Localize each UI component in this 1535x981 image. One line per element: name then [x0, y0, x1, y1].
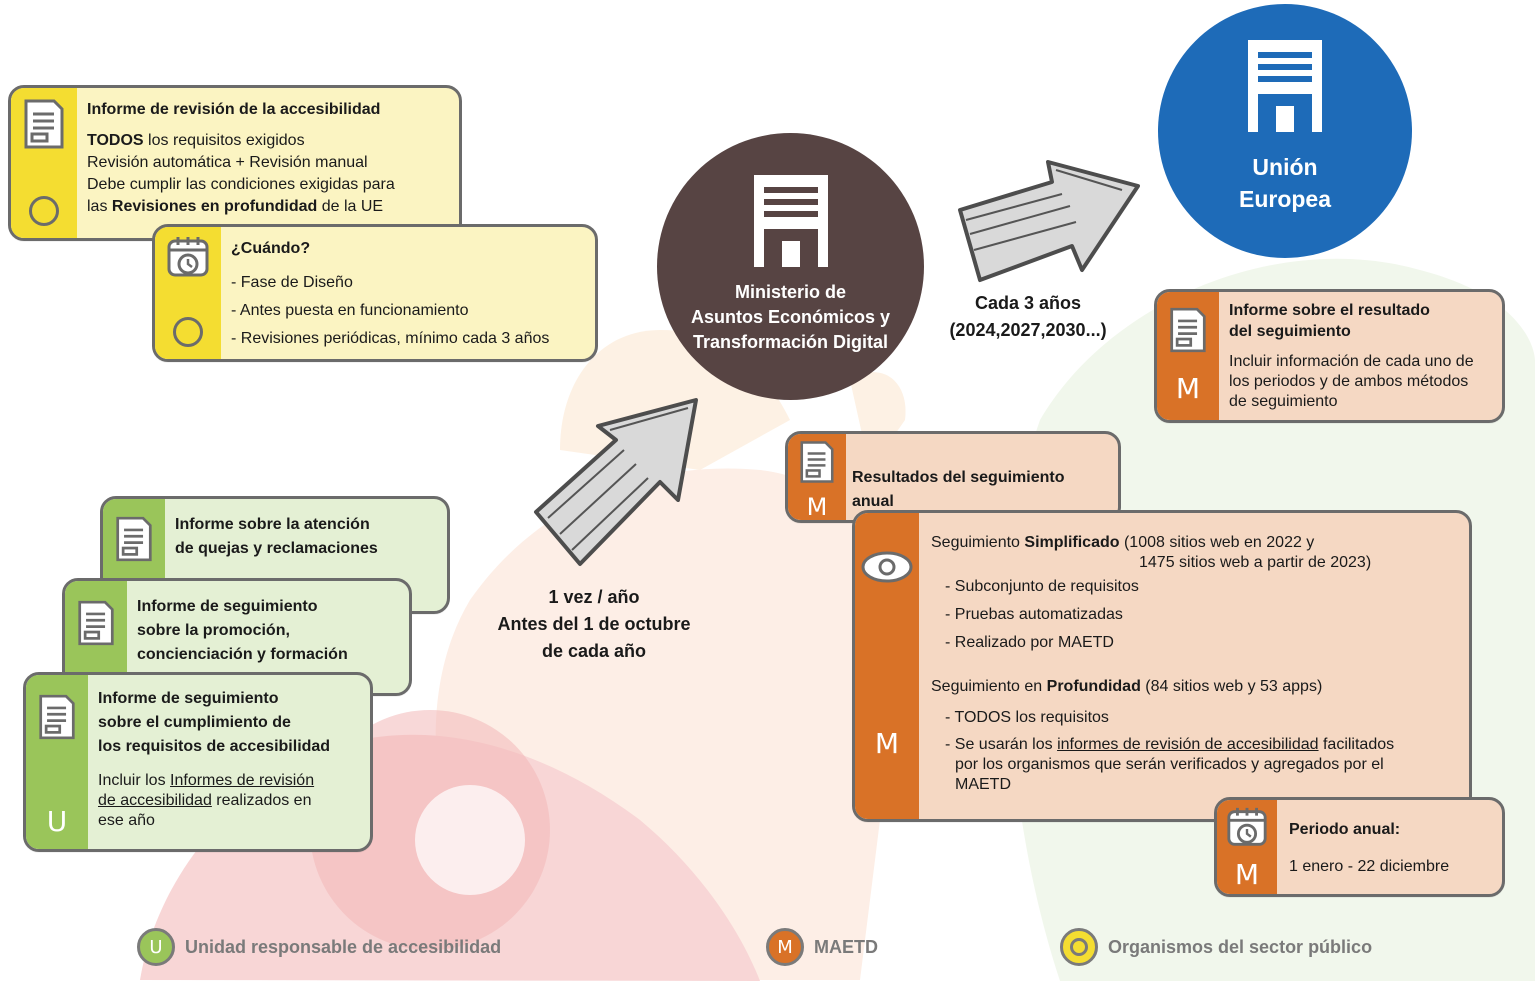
public-sector-ring-icon — [173, 317, 203, 347]
when-item: - Fase de Diseño — [231, 274, 353, 291]
arrow-to-ministry — [534, 398, 698, 566]
simplified-heading-cont: 1475 sitios web a partir de 2023) — [1139, 554, 1372, 571]
when-item: - Antes puesta en funcionamiento — [231, 302, 469, 319]
document-icon — [38, 693, 76, 746]
legend-label: Unidad responsable de accesibilidad — [185, 936, 502, 957]
card-line: Debe cumplir las condiciones exigidas pa… — [87, 176, 395, 193]
card-title-line: sobre la promoción, — [137, 622, 290, 639]
card-title-line: de quejas y reclamaciones — [175, 540, 378, 557]
ministry-name-line: Asuntos Económicos y — [690, 306, 891, 327]
card-title-line: Informe sobre el resultado — [1229, 302, 1430, 319]
card-line: Incluir información de cada uno de — [1229, 353, 1474, 370]
public-sector-ring-icon — [29, 196, 59, 226]
legend-label: Organismos del sector público — [1108, 936, 1373, 957]
simplified-heading: Seguimiento Simplificado (1008 sitios we… — [931, 534, 1315, 551]
arrow-label-line: de cada año — [541, 641, 647, 661]
arrow-label-line: Cada 3 años — [974, 293, 1082, 313]
arrow-label-line: Antes del 1 de octubre — [497, 614, 691, 634]
calendar-clock-icon — [1225, 806, 1269, 855]
legend-maetd: M MAETD — [766, 928, 878, 966]
card-line: las Revisiones en profundidad de la UE — [87, 198, 384, 215]
card-note: Incluir los Informes de revisión — [98, 772, 315, 789]
calendar-clock-icon — [165, 235, 211, 286]
document-icon — [1169, 306, 1207, 359]
eu-report-card: M Informe sobre el resultado del seguimi… — [1154, 289, 1505, 423]
card-title: Resultados del seguimiento anual — [852, 469, 1065, 510]
m-legend-badge: M — [766, 928, 804, 966]
eu-circle: Unión Europea — [1158, 4, 1412, 258]
document-icon — [799, 440, 835, 489]
m-letter-badge: M — [1234, 858, 1260, 891]
card-line: TODOS los requisitos exigidos — [87, 132, 305, 149]
annual-results-card: M Resultados del seguimiento anual — [785, 431, 1121, 523]
card-note: ese año — [98, 812, 155, 829]
building-icon — [1246, 38, 1324, 139]
arrow-to-eu — [958, 160, 1140, 282]
card-title: Periodo anual: — [1289, 821, 1401, 838]
card-title-line: del seguimiento — [1229, 323, 1351, 340]
deep-item-cont: por los organismos que serán verificados… — [955, 756, 1384, 773]
legend-unit: U Unidad responsable de accesibilidad — [137, 928, 501, 966]
card-title: ¿Cuándo? — [231, 240, 311, 257]
u-legend-badge: U — [137, 928, 175, 966]
card-note: de accesibilidad realizados en — [98, 792, 312, 809]
ministry-circle: Ministerio de Asuntos Económicos y Trans… — [657, 133, 924, 400]
eu-name-line: Europea — [1238, 185, 1332, 212]
document-icon — [115, 515, 153, 568]
annual-period-card: M Periodo anual: 1 enero - 22 diciembre — [1214, 797, 1505, 897]
ministry-name-line: Ministerio de — [734, 281, 846, 302]
m-letter-badge: M — [874, 727, 900, 760]
card-title-line: Informe de seguimiento — [98, 690, 279, 707]
legend-label: MAETD — [814, 936, 878, 957]
deep-heading: Seguimiento en Profundidad (84 sitios we… — [931, 678, 1323, 695]
card-title-line: Informe sobre la atención — [175, 516, 370, 533]
card-title-line: concienciación y formación — [137, 646, 348, 663]
simplified-item: - Subconjunto de requisitos — [945, 578, 1139, 595]
m-letter-badge: M — [806, 493, 828, 521]
m-letter-badge: M — [1175, 372, 1201, 405]
arrow-label-eu: Cada 3 años (2024,2027,2030...) — [938, 290, 1118, 344]
legend-public-sector: Organismos del sector público — [1060, 928, 1372, 966]
monitoring-card: M Seguimiento Simplificado (1008 sitios … — [852, 510, 1472, 822]
ministry-name-line: Transformación Digital — [692, 331, 889, 352]
when-card: ¿Cuándo? - Fase de Diseño - Antes puesta… — [152, 224, 598, 362]
deep-item: - Se usarán los informes de revisión de … — [945, 736, 1395, 753]
simplified-item: - Realizado por MAETD — [945, 634, 1114, 651]
card-line: Revisión automática + Revisión manual — [87, 154, 368, 171]
accessibility-review-report-card: Informe de revisión de la accesibilidad … — [8, 85, 462, 241]
public-sector-legend-badge — [1060, 928, 1098, 966]
card-title-line: Informe de seguimiento — [137, 598, 318, 615]
arrow-label-line: (2024,2027,2030...) — [949, 320, 1107, 340]
card-title-line: sobre el cumplimiento de — [98, 714, 291, 731]
period-value: 1 enero - 22 diciembre — [1289, 858, 1450, 875]
deep-item: - TODOS los requisitos — [945, 709, 1109, 726]
card-title: Informe de revisión de la accesibilidad — [87, 101, 381, 118]
deep-item-cont: MAETD — [955, 776, 1011, 793]
document-icon — [23, 98, 65, 155]
simplified-item: - Pruebas automatizadas — [945, 606, 1123, 623]
card-line: de seguimiento — [1229, 393, 1338, 410]
building-icon — [752, 173, 830, 274]
eye-icon — [861, 551, 913, 588]
arrow-label-ministry: 1 vez / año Antes del 1 de octubre de ca… — [484, 584, 704, 665]
document-icon — [77, 599, 115, 652]
eu-name-line: Unión — [1252, 153, 1318, 180]
u-letter-badge: U — [46, 805, 68, 838]
compliance-report-card: U Informe de seguimiento sobre el cumpli… — [23, 672, 373, 852]
card-title-line: los requisitos de accesibilidad — [98, 738, 331, 755]
card-line: los periodos y de ambos métodos — [1229, 373, 1469, 390]
arrow-label-line: 1 vez / año — [548, 587, 640, 607]
when-item: - Revisiones periódicas, mínimo cada 3 a… — [231, 330, 550, 347]
